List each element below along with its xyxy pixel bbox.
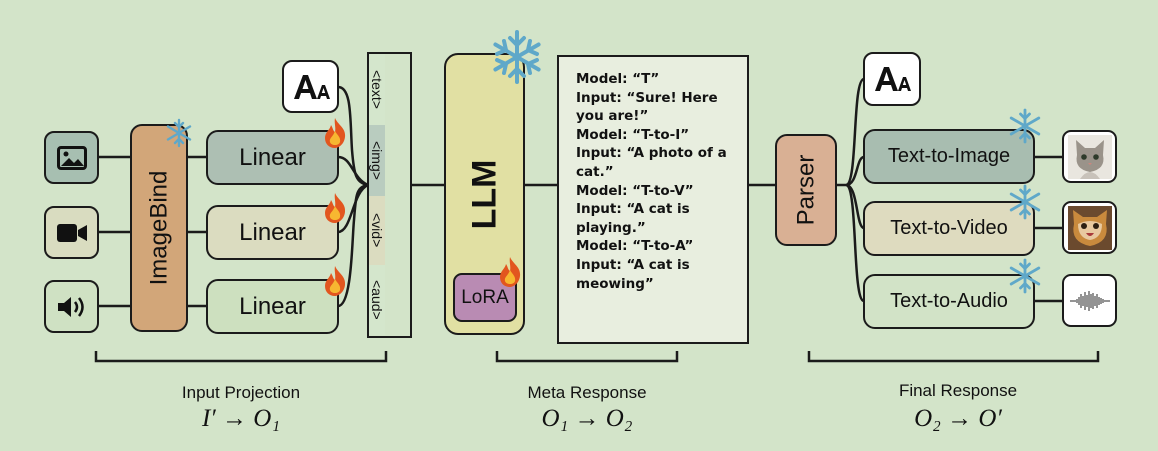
cat-photo-icon [1067,134,1112,179]
fire-icon [325,266,346,296]
text-input [282,60,339,113]
snowflake-icon [493,30,541,84]
cat-video-frame-icon [1067,205,1112,250]
lora-label: LoRA [461,286,509,308]
fire-icon [500,257,521,287]
meta-line: Model: “T-to-A” [576,238,694,255]
image-input [44,131,99,184]
snowflake-icon [1009,258,1041,294]
linear-label: Linear [239,292,306,320]
token-vid-label: <vid> [369,213,385,248]
parser-label: Parser [792,154,819,226]
section-caption: Input Projection [181,383,301,402]
video-input [44,206,99,259]
image-icon [56,145,87,170]
linear-projection-audio: Linear [206,279,339,334]
meta-line: Model: “T-to-I” [576,126,690,143]
token-text: <text> [369,54,385,125]
parser-block: Parser [775,134,837,246]
meta-line: Input: “Sure! Here [576,89,718,106]
section-formula: I′ → O₁ [201,405,281,432]
video-icon [56,223,87,242]
audio-input [44,280,99,333]
generator-label: Text-to-Video [890,217,1008,239]
meta-line: you are!” [576,108,649,125]
meta-line: cat.” [576,163,614,180]
linear-label: Linear [239,218,306,246]
generator-label: Text-to-Image [887,145,1011,167]
section-caption: Meta Response [527,383,647,402]
meta-response-box: Model: “T” Input: “Sure! Here you are!” … [557,55,749,344]
section-formula: O₂ → O′ [914,405,1002,432]
imagebind-encoder: ImageBind [130,124,188,332]
generator-label: Text-to-Audio [890,290,1008,312]
text-to-video-generator: Text-to-Video [863,201,1035,256]
fire-icon [325,118,346,148]
meta-line: Input: “A cat is [576,201,690,218]
token-aud-label: <aud> [369,280,385,320]
meta-line: Input: “A cat is [576,256,690,273]
encoder-label: ImageBind [145,170,172,286]
token-column: <text> <img> <vid> <aud> [367,52,412,338]
snowflake-icon [166,118,192,148]
linear-projection-image: Linear [206,130,339,185]
meta-line: Input: “A photo of a [576,145,727,162]
fire-icon [325,193,346,223]
waveform-icon [1069,290,1110,311]
meta-line: playing.” [576,219,646,236]
llm-label: LLM [464,159,503,229]
text-to-image-generator: Text-to-Image [863,129,1035,184]
snowflake-icon [1009,108,1041,144]
text-icon [875,67,911,91]
text-icon [293,74,330,99]
meta-line: Model: “T-to-V” [576,182,694,199]
snowflake-icon [1009,184,1041,220]
text-to-audio-generator: Text-to-Audio [863,274,1035,329]
token-img-label: <img> [369,141,385,180]
section-caption: Final Response [898,381,1018,400]
meta-line: Model: “T” [576,71,660,87]
cat-video-output [1062,201,1117,254]
token-img: <img> [369,125,385,196]
text-output [863,52,921,106]
meta-line: meowing” [576,275,654,292]
token-vid: <vid> [369,196,385,265]
token-aud: <aud> [369,265,385,335]
linear-label: Linear [239,143,306,171]
speaker-icon [57,296,84,317]
linear-projection-video: Linear [206,205,339,260]
cat-image-output [1062,130,1117,183]
audio-output [1062,274,1117,327]
token-text-label: <text> [369,70,385,109]
section-formula: O₁ → O₂ [541,405,633,432]
